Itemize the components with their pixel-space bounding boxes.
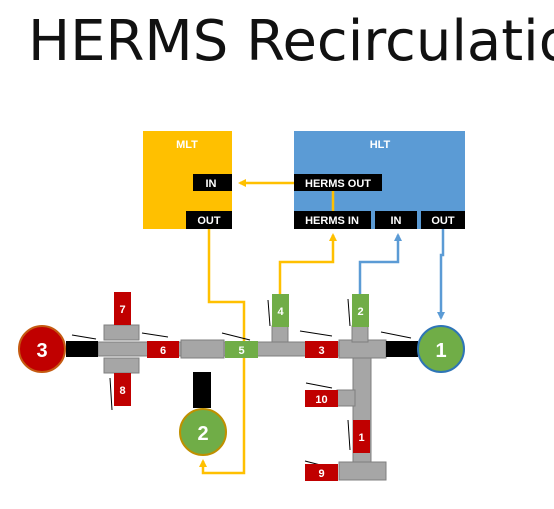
valve-9[interactable] [305,464,338,481]
flow-mlt-out-to-pump2 [199,229,246,475]
hlt-tank: HLT HERMS OUT HERMS IN IN OUT [294,131,465,229]
valve-8[interactable] [114,373,131,406]
diagram-title: HERMS Recirculatio [28,9,554,74]
hlt-label: HLT [370,139,391,151]
port-pump1-connector [386,341,418,357]
pipe-valve4-stub [271,325,289,343]
valve-2-label: 2 [357,306,363,318]
valve-handle-marks [71,291,412,469]
valve-1-label: 1 [358,432,364,444]
mlt-out-port-label: OUT [197,215,221,227]
valve-1[interactable] [353,420,370,453]
pipe-left-tee [103,324,140,341]
port-pump3-connector [66,341,98,357]
valve-3[interactable] [305,341,338,358]
valve-4[interactable] [272,294,289,327]
pump-3[interactable] [18,325,66,373]
hlt-in-port-label: IN [391,215,402,227]
valve-5-label: 5 [238,345,244,357]
pump-3-label: 3 [36,340,47,362]
hlt-in-port-box[interactable] [375,211,417,229]
valve-8-label: 8 [119,385,125,397]
valve-5[interactable] [225,341,258,358]
valve-6-label: 6 [160,345,166,357]
pump-2[interactable] [179,408,227,456]
mlt-out-port-box[interactable] [186,211,232,229]
flow-lines [199,179,445,475]
flow-valve2-to-hlt-in [358,233,402,296]
hlt-herms-in-port-box[interactable] [294,211,371,229]
pump-2-label: 2 [197,423,208,445]
pipe-bottom-tee [338,461,387,481]
pipe-valve10-branch [336,389,356,407]
hlt-out-port-box[interactable] [421,211,465,229]
valve-10-label: 10 [315,394,327,406]
pipe-valve2-stub [351,325,369,343]
hlt-herms-out-port-box[interactable] [294,174,382,191]
mlt-tank: MLT IN OUT [143,131,232,229]
valve-4-label: 4 [277,306,284,318]
hlt-herms-out-port-label: HERMS OUT [305,178,371,190]
valve-7-label: 7 [119,304,125,316]
flow-hlt-out-to-pump1 [437,229,445,320]
flow-valve4-to-herms-in [278,233,337,296]
hlt-out-port-label: OUT [431,215,455,227]
pipe-right-tee [338,339,387,359]
valves: 7 8 6 5 4 3 2 10 1 9 [114,292,370,481]
port-pump2-connector [193,372,211,408]
pipe-center-tee [180,339,225,359]
valve-6[interactable] [147,341,179,358]
pumps: 3 2 1 [18,325,465,456]
valve-10[interactable] [305,390,338,407]
valve-9-label: 9 [318,468,324,480]
pump-1-label: 1 [435,340,446,362]
mlt-in-port-box[interactable] [193,174,232,191]
valve-7[interactable] [114,292,131,325]
valve-2[interactable] [352,294,369,327]
mlt-in-port-label: IN [206,178,217,190]
valve-3-label: 3 [318,345,324,357]
hlt-herms-in-port-label: HERMS IN [305,215,359,227]
pipe-left-tee-lower [103,357,140,374]
pipe-vertical-right [352,357,372,477]
pump-1[interactable] [417,325,465,373]
mlt-label: MLT [176,139,198,151]
